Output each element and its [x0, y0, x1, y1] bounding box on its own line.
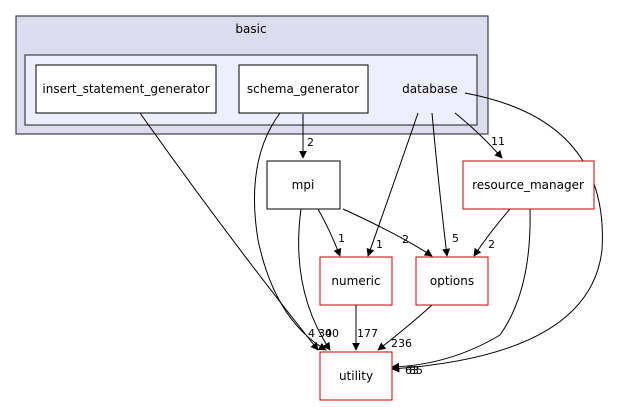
edge-database-to-numeric [366, 112, 419, 257]
edge-label-schema-to-utility: 40 [325, 327, 339, 340]
edge-label-options-to-utility: 236 [391, 337, 412, 350]
node-label: utility [339, 369, 373, 383]
edge-options-to-utility [377, 304, 433, 351]
node-insert-statement-generator[interactable]: insert_statement_generator [35, 64, 217, 114]
edge-database-to-resource-manager [454, 112, 503, 159]
cluster-basic-label: basic [235, 22, 266, 36]
edge-label-resource-manager-to-utility: 63 [405, 364, 419, 377]
edge-label-insert-to-utility: 4 [308, 327, 315, 340]
node-label: numeric [331, 274, 380, 288]
node-box [462, 160, 595, 210]
edge-label-schema-to-mpi: 2 [307, 136, 314, 149]
edge-label-mpi-to-utility: 30 [318, 327, 332, 340]
node-box [35, 64, 217, 114]
node-utility[interactable]: utility [319, 351, 393, 401]
edge-schema-to-utility [254, 112, 327, 351]
edge-label-numeric-to-utility: 177 [357, 327, 378, 340]
edge-labels: 2 11 1 1 2 5 2 177 236 4 30 40 63 85 [307, 135, 505, 377]
node-mpi[interactable]: mpi [266, 160, 341, 210]
node-label: schema_generator [247, 82, 359, 96]
node-label: options [430, 274, 474, 288]
node-resource-manager[interactable]: resource_manager [462, 160, 595, 210]
edge-resource-manager-to-utility [391, 208, 531, 371]
node-box [319, 256, 393, 306]
node-box [415, 256, 489, 306]
edge-mpi-to-numeric [317, 208, 342, 257]
edge-label-mpi-to-options: 2 [402, 233, 409, 246]
node-box [319, 351, 393, 401]
node-label: resource_manager [472, 178, 584, 192]
edge-mpi-to-options [342, 208, 433, 257]
edge-insert-to-utility [139, 112, 319, 351]
node-label: insert_statement_generator [42, 82, 209, 96]
node-numeric[interactable]: numeric [319, 256, 393, 306]
edge-database-to-options [431, 112, 451, 257]
node-schema-generator[interactable]: schema_generator [238, 64, 369, 114]
cluster-database-label: database [402, 82, 458, 96]
edge-label-database-to-utility: 85 [409, 364, 423, 377]
edge-label-database-to-numeric: 1 [376, 238, 383, 251]
edge-mpi-to-utility [298, 208, 331, 351]
edge-resource-manager-to-options [473, 208, 511, 257]
edge-label-resource-manager-to-options: 2 [488, 238, 495, 251]
node-label: mpi [292, 178, 315, 192]
node-box [238, 64, 369, 114]
edge-label-mpi-to-numeric: 1 [338, 232, 345, 245]
edges [139, 92, 603, 373]
edge-label-database-to-resource-manager: 11 [491, 135, 505, 148]
edge-database-to-utility [391, 92, 603, 373]
node-options[interactable]: options [415, 256, 489, 306]
edge-label-database-to-options: 5 [452, 232, 459, 245]
node-box [266, 160, 341, 210]
